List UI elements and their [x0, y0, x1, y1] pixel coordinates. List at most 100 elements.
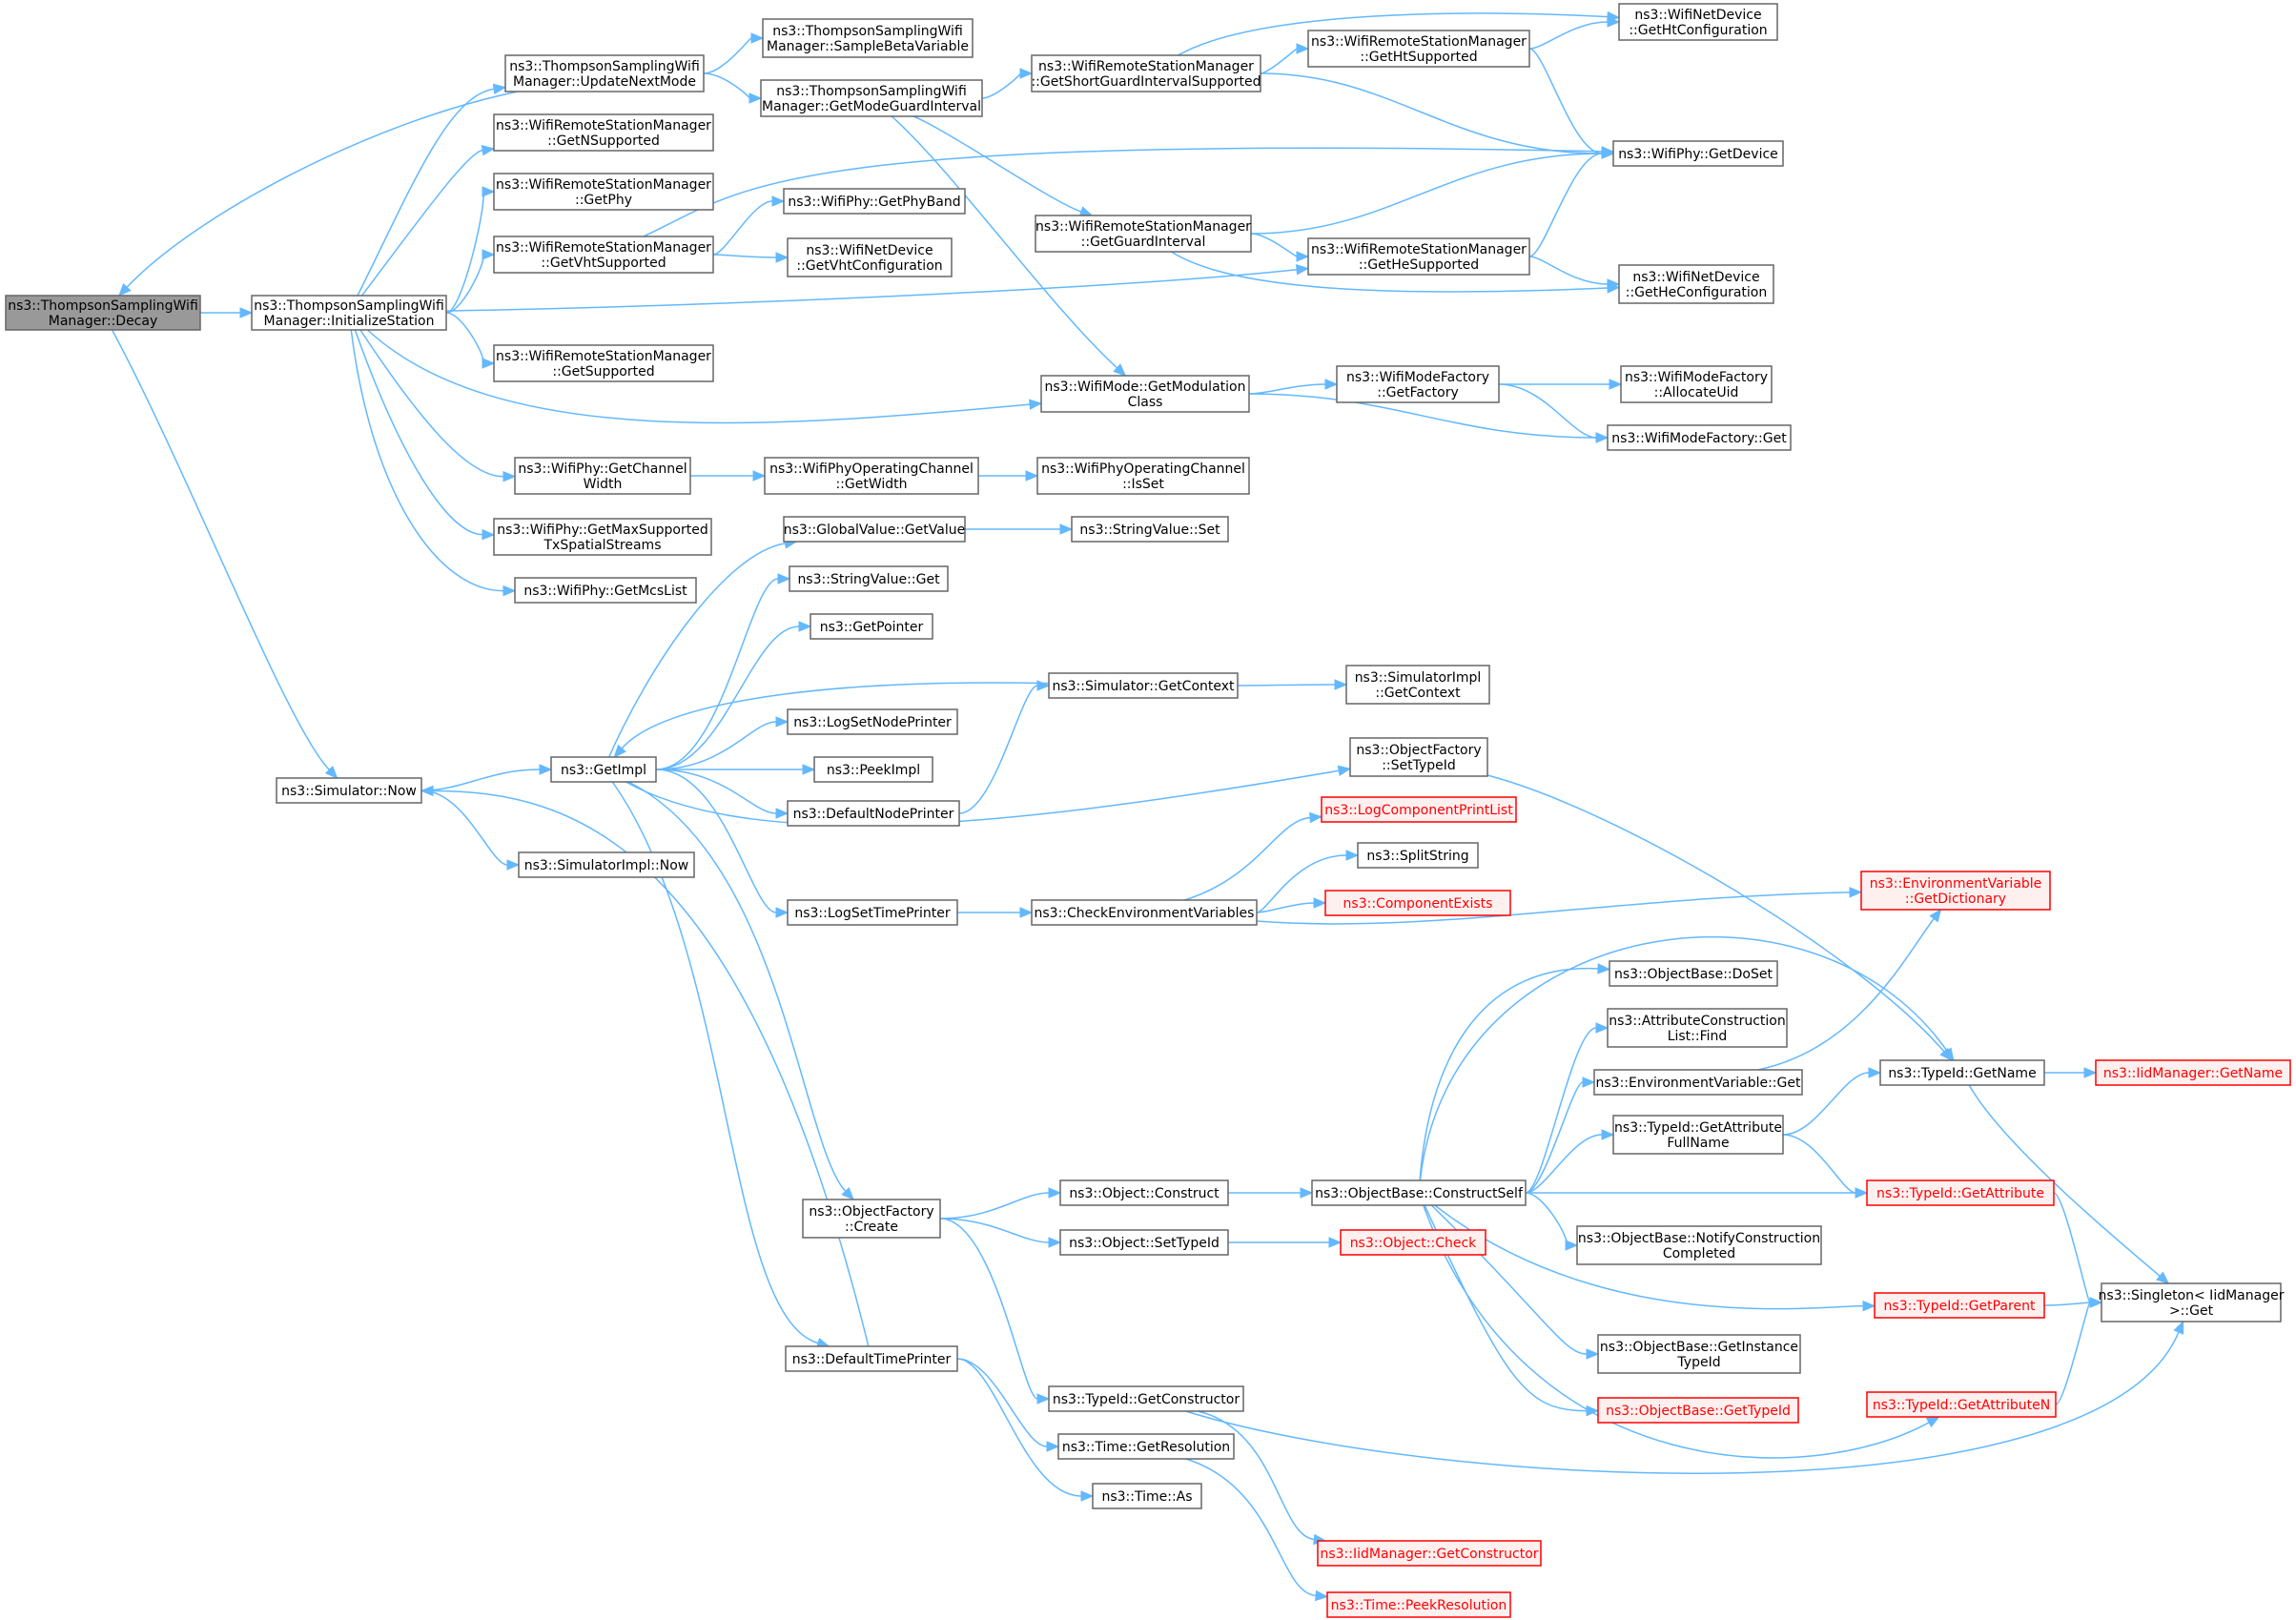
- node-peek-impl[interactable]: ns3::PeekImpl: [813, 756, 933, 783]
- node-default-time-printer[interactable]: ns3::DefaultTimePrinter: [785, 1345, 958, 1372]
- node-mode-factory-get[interactable]: ns3::WifiModeFactory::Get: [1607, 424, 1792, 451]
- node-box[interactable]: [1324, 890, 1511, 916]
- node-box[interactable]: [1357, 842, 1479, 869]
- node-type-id-get-constructor[interactable]: ns3::TypeId::GetConstructor: [1048, 1385, 1244, 1412]
- node-box[interactable]: [2101, 1282, 2282, 1323]
- node-get-he-configuration[interactable]: ns3::WifiNetDevice::GetHeConfiguration: [1618, 264, 1774, 304]
- node-box[interactable]: [1048, 1385, 1244, 1412]
- node-object-base-get-type-id[interactable]: ns3::ObjectBase::GetTypeId: [1597, 1397, 1799, 1424]
- node-get-pointer[interactable]: ns3::GetPointer: [810, 613, 933, 640]
- node-box[interactable]: [1349, 737, 1488, 777]
- node-initialize-station[interactable]: ns3::ThompsonSamplingWifiManager::Initia…: [251, 295, 447, 331]
- node-box[interactable]: [1593, 1069, 1803, 1096]
- node-simulator-now[interactable]: ns3::Simulator::Now: [276, 777, 422, 804]
- node-box[interactable]: [493, 113, 714, 152]
- node-box[interactable]: [493, 236, 714, 274]
- node-object-check[interactable]: ns3::Object::Check: [1340, 1229, 1486, 1256]
- node-box[interactable]: [1031, 899, 1258, 926]
- node-get-vht-supported[interactable]: ns3::WifiRemoteStationManager::GetVhtSup…: [493, 236, 714, 274]
- node-box[interactable]: [1612, 140, 1784, 167]
- node-update-next-mode[interactable]: ns3::ThompsonSamplingWifiManager::Update…: [504, 54, 705, 92]
- node-box[interactable]: [813, 756, 933, 783]
- node-mode-factory-allocate-uid[interactable]: ns3::WifiModeFactory::AllocateUid: [1620, 365, 1773, 403]
- node-box[interactable]: [1345, 665, 1490, 705]
- node-box[interactable]: [5, 295, 201, 331]
- node-box[interactable]: [1307, 30, 1530, 68]
- node-op-channel-is-set[interactable]: ns3::WifiPhyOperatingChannel::IsSet: [1036, 457, 1250, 495]
- node-get-short-gi-supported[interactable]: ns3::WifiRemoteStationManager::GetShortG…: [1031, 54, 1261, 92]
- node-box[interactable]: [514, 577, 697, 604]
- node-object-set-type-id[interactable]: ns3::Object::SetTypeId: [1059, 1229, 1229, 1256]
- node-box[interactable]: [1321, 796, 1517, 823]
- node-box[interactable]: [1059, 1179, 1229, 1206]
- node-box[interactable]: [2095, 1059, 2291, 1086]
- node-box[interactable]: [1035, 215, 1252, 253]
- node-time-as[interactable]: ns3::Time::As: [1092, 1483, 1202, 1509]
- node-box[interactable]: [760, 79, 983, 117]
- node-box[interactable]: [764, 457, 979, 495]
- node-object-factory-set-type-id[interactable]: ns3::ObjectFactory::SetTypeId: [1349, 737, 1488, 777]
- node-object-factory-create[interactable]: ns3::ObjectFactory::Create: [802, 1199, 941, 1239]
- node-get-phy-band[interactable]: ns3::WifiPhy::GetPhyBand: [783, 188, 966, 215]
- node-global-value-get-value[interactable]: ns3::GlobalValue::GetValue: [783, 516, 966, 543]
- node-box[interactable]: [1609, 960, 1778, 987]
- node-object-construct[interactable]: ns3::Object::Construct: [1059, 1179, 1229, 1206]
- node-box[interactable]: [1618, 3, 1778, 41]
- node-box[interactable]: [810, 613, 933, 640]
- node-simulator-impl-get-context[interactable]: ns3::SimulatorImpl::GetContext: [1345, 665, 1490, 705]
- node-iid-manager-get-constructor[interactable]: ns3::IidManager::GetConstructor: [1317, 1540, 1542, 1567]
- node-box[interactable]: [1597, 1334, 1801, 1374]
- node-box[interactable]: [787, 800, 960, 827]
- node-type-id-get-attribute-n[interactable]: ns3::TypeId::GetAttributeN: [1866, 1391, 2057, 1418]
- node-object-base-notify-construction[interactable]: ns3::ObjectBase::NotifyConstructionCompl…: [1576, 1225, 1822, 1265]
- node-component-exists[interactable]: ns3::ComponentExists: [1324, 890, 1511, 916]
- node-box[interactable]: [1860, 871, 2051, 911]
- node-box[interactable]: [493, 173, 714, 211]
- node-log-set-time-printer[interactable]: ns3::LogSetTimePrinter: [787, 899, 958, 926]
- node-box[interactable]: [504, 54, 705, 92]
- node-get-guard-interval[interactable]: ns3::WifiRemoteStationManager::GetGuardI…: [1035, 215, 1252, 253]
- node-get-ht-configuration[interactable]: ns3::WifiNetDevice::GetHtConfiguration: [1618, 3, 1778, 41]
- node-box[interactable]: [514, 457, 691, 495]
- node-box[interactable]: [1620, 365, 1773, 403]
- node-box[interactable]: [1612, 1115, 1784, 1155]
- node-op-channel-get-width[interactable]: ns3::WifiPhyOperatingChannel::GetWidth: [764, 457, 979, 495]
- node-type-id-get-attribute[interactable]: ns3::TypeId::GetAttribute: [1866, 1179, 2055, 1206]
- node-box[interactable]: [550, 756, 657, 783]
- node-box[interactable]: [783, 188, 966, 215]
- node-get-he-supported[interactable]: ns3::WifiRemoteStationManager::GetHeSupp…: [1307, 237, 1530, 276]
- node-type-id-get-name[interactable]: ns3::TypeId::GetName: [1879, 1059, 2045, 1086]
- node-box[interactable]: [1879, 1059, 2045, 1086]
- node-box[interactable]: [1576, 1225, 1822, 1265]
- node-get-impl[interactable]: ns3::GetImpl: [550, 756, 657, 783]
- node-check-env-vars[interactable]: ns3::CheckEnvironmentVariables: [1031, 899, 1258, 926]
- node-string-value-get[interactable]: ns3::StringValue::Get: [789, 565, 949, 592]
- node-get-mcs-list[interactable]: ns3::WifiPhy::GetMcsList: [514, 577, 697, 604]
- node-box[interactable]: [787, 708, 958, 735]
- node-singleton-iid-manager-get[interactable]: ns3::Singleton< IidManager >::Get: [2099, 1282, 2285, 1323]
- node-mode-factory-get-factory[interactable]: ns3::WifiModeFactory::GetFactory: [1336, 365, 1500, 403]
- node-box[interactable]: [1071, 516, 1229, 543]
- node-get-mode-guard-interval[interactable]: ns3::ThompsonSamplingWifiManager::GetMod…: [760, 79, 983, 117]
- node-get-vht-configuration[interactable]: ns3::WifiNetDevice::GetVhtConfiguration: [787, 237, 953, 277]
- node-env-var-get[interactable]: ns3::EnvironmentVariable::Get: [1593, 1069, 1803, 1096]
- node-box[interactable]: [1618, 264, 1774, 304]
- node-object-base-construct-self[interactable]: ns3::ObjectBase::ConstructSelf: [1311, 1179, 1527, 1206]
- node-box[interactable]: [762, 18, 974, 58]
- node-type-id-get-parent[interactable]: ns3::TypeId::GetParent: [1874, 1292, 2045, 1319]
- node-box[interactable]: [789, 565, 949, 592]
- node-box[interactable]: [1317, 1540, 1542, 1567]
- node-box[interactable]: [493, 344, 714, 382]
- node-box[interactable]: [1040, 375, 1250, 413]
- node-simulator-impl-now[interactable]: ns3::SimulatorImpl::Now: [518, 851, 695, 878]
- node-sample-beta[interactable]: ns3::ThompsonSamplingWifiManager::Sample…: [762, 18, 974, 58]
- node-box[interactable]: [1048, 672, 1239, 699]
- node-default-node-printer[interactable]: ns3::DefaultNodePrinter: [787, 800, 960, 827]
- node-iid-manager-get-name[interactable]: ns3::IidManager::GetName: [2095, 1059, 2291, 1086]
- node-get-phy[interactable]: ns3::WifiRemoteStationManager::GetPhy: [493, 173, 714, 211]
